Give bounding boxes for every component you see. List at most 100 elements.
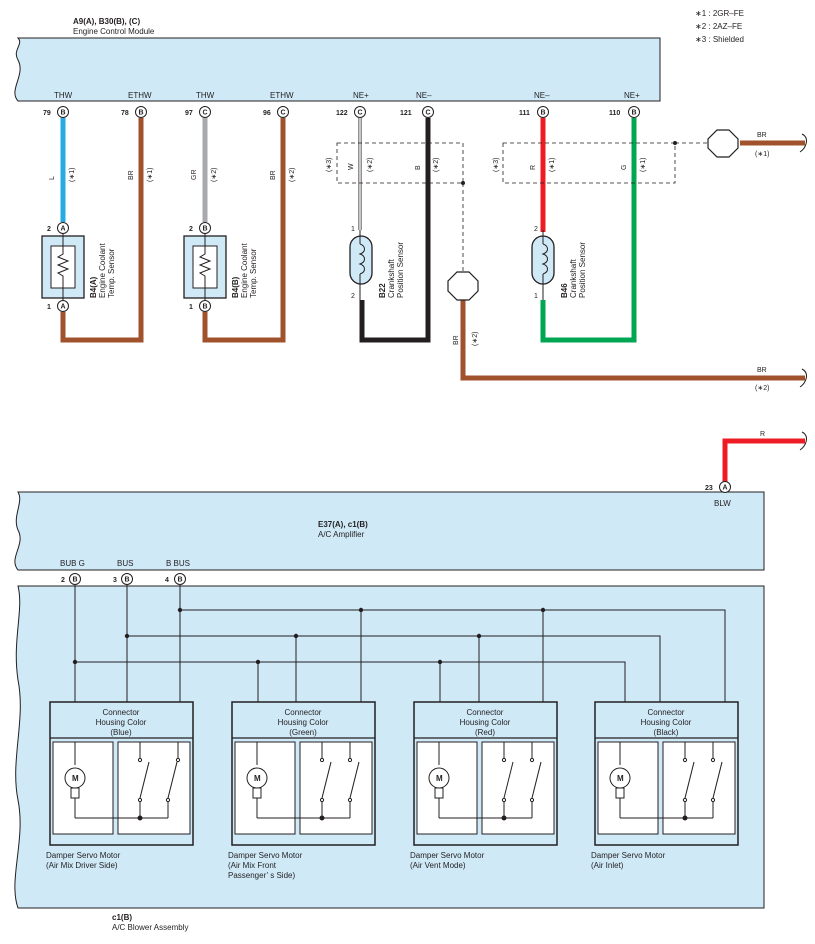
ecm-terminal-ne-minus-b: NE– [534,91,550,100]
ecm-code: A9(A), B30(B), (C) [73,17,140,26]
pin-number: 96 [263,110,271,117]
pin-conn: B [203,226,208,233]
motor-label-2-line-2: (Air Vent Mode) [410,861,466,870]
housing-color: (Black) [654,728,679,737]
sensor-name-1: Engine Coolant [98,243,107,298]
ground-connector-mid [447,271,479,301]
wire-labels: L (∗1) BR (∗1) GR (∗2) BR (∗2) (∗3) W (∗… [49,132,769,438]
motor-label-1-line-2: (Air Mix Front [228,861,277,870]
pin-conn: B [125,577,130,584]
pin-97-c: 97 C [185,106,211,118]
wire-g [540,118,637,343]
wire-break-1 [799,133,807,153]
pin-number: 2 [47,226,51,233]
damper-servo-motor-air-mix-driver: Connector Housing Color (Blue) [49,701,194,846]
housing-line-1: Connector [648,708,685,717]
wire-label-l: L [49,176,56,180]
ecm-terminals: THW ETHW THW ETHW NE+ NE– NE– NE+ [54,91,640,100]
pin-conn: B [632,110,637,117]
wire-br-1 [60,118,144,343]
shields [336,142,710,272]
ecm-terminal-ethw-b: ETHW [128,91,152,100]
pin-conn: C [358,110,363,117]
pin-number: 1 [351,226,355,233]
wire-label-gr: GR [191,170,198,181]
wire-r-blw [722,438,805,482]
switch-icon [167,761,178,799]
housing-line-1: Connector [103,708,140,717]
wire-b [359,118,431,343]
pin-conn: C [426,110,431,117]
damper-servo-motor-air-inlet: Connector Housing Color (Black) [594,701,739,846]
wire-note-b: (∗2) [433,158,440,172]
shield-note-2: (∗3) [493,158,500,172]
wire-label-b: B [415,165,422,170]
note-1: ∗1 : 2GR–FE [695,9,744,18]
ect-sensor-a: 2 A 1 A B4(A) Engine Coolant Temp. Senso… [41,222,116,312]
switch-icon [684,761,695,799]
pin-number: 2 [61,577,65,584]
pin-4-b: 4 B [165,573,186,585]
switch-icon [503,761,514,799]
pin-conn: B [541,110,546,117]
housing-line-2: Housing Color [278,718,329,727]
shield-junction-2 [673,141,677,145]
pin-number: 122 [336,110,348,117]
wire-label-w: W [348,163,355,170]
coil-icon [541,243,548,275]
sensor-wiring [60,118,807,482]
motor-letter: M [72,774,79,783]
pin-121-c: 121 C [400,106,434,118]
pin-conn: B [139,110,144,117]
resistor-icon [56,246,70,288]
ecm-pins: 79 B 78 B 97 C 96 C 122 C 121 C [43,106,640,118]
pin-conn: A [61,226,66,233]
pin-number: 111 [519,110,530,117]
motor-internals-0 [64,742,181,821]
blower-assembly-box [14,585,765,909]
wire-note-l: (∗1) [69,168,76,182]
wire-label-br-2: BR [270,170,277,180]
sensor-name-2: Temp. Sensor [107,248,116,298]
ecm-terminal-ne-plus-b: NE+ [624,91,640,100]
sensor-code: B22 [378,283,387,298]
wire-break-2 [799,368,807,388]
amp-terminal-bus: BUS [117,559,133,568]
wire-note-gr: (∗2) [211,168,218,182]
wire-br-ground-bottom [460,300,805,381]
pin-3-b: 3 B [113,573,133,585]
pin-conn: C [203,110,208,117]
pin-number: 97 [185,110,193,117]
shield-junction-1 [461,181,465,185]
blower-name: A/C Blower Assembly [112,923,188,932]
motor-label-0-line-1: Damper Servo Motor [46,851,121,860]
motor-internals-3 [609,742,723,821]
note-2: ∗2 : 2AZ–FE [695,22,742,31]
amp-pins: 2 B 3 B 4 B [61,573,186,585]
note-3: ∗3 : Shielded [695,35,744,44]
motor-label-3-line-1: Damper Servo Motor [591,851,666,860]
ground-connector-top [707,129,739,158]
sensor-body [349,235,373,285]
switch-icon [349,761,360,799]
motor-internals-1 [246,742,360,821]
coil-icon [358,243,365,275]
amp-code: E37(A), c1(B) [318,520,368,529]
wire-label-br-ground-bottom: BR [757,367,767,374]
pin-conn: C [281,110,286,117]
wire-br-2 [202,118,286,343]
amp-terminal-bub-g: BUB G [60,559,85,568]
sensor-name-1: Crankshaft [387,259,396,298]
pin-conn: A [723,485,728,492]
motor-letter: M [436,774,443,783]
wire-label-g: G [621,165,628,170]
motor-label-2-line-1: Damper Servo Motor [410,851,485,860]
switch-icon [139,761,150,799]
switch-icon [321,761,332,799]
amp-name: A/C Amplifier [318,530,365,539]
bus-horizontal [127,635,661,702]
pin-111-b: 111 B [519,106,549,118]
sensor-name-2: Position Sensor [396,242,405,298]
wire-label-br-ground-top: BR [757,132,767,139]
pin-number: 1 [534,293,538,300]
